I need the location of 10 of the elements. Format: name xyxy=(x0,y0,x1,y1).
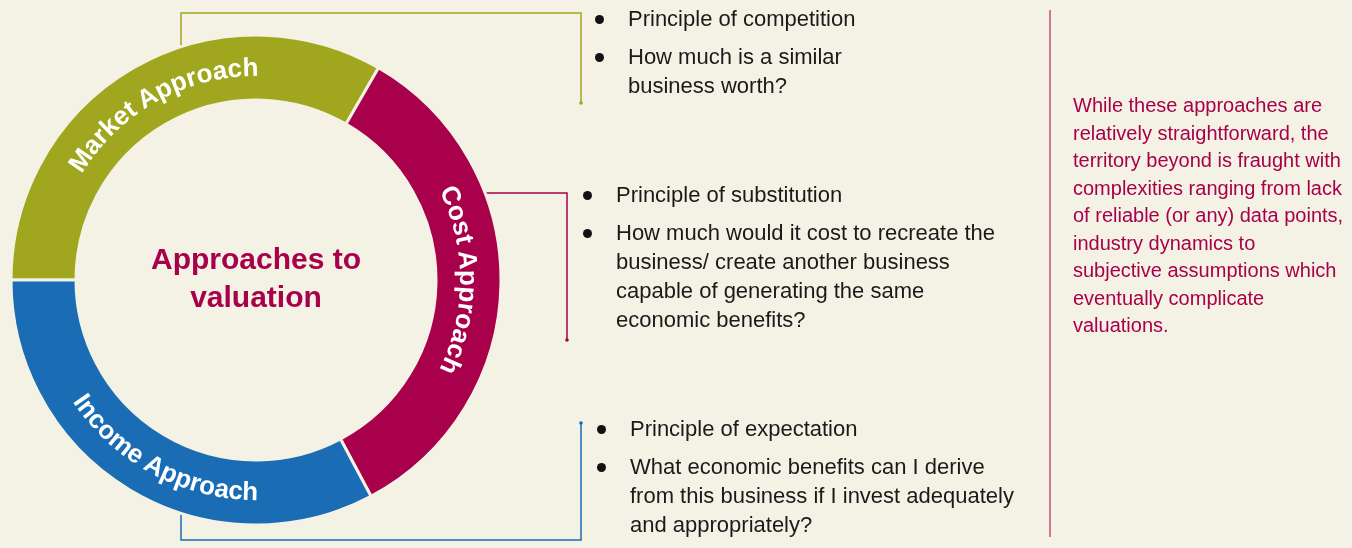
bullet-text: Principle of competition xyxy=(628,5,856,33)
bullet-text: How much is a similar business worth? xyxy=(628,43,843,100)
leader-line xyxy=(180,12,583,105)
bullet-text: Principle of expectation xyxy=(630,415,858,443)
leader-line xyxy=(180,421,583,541)
leader-line xyxy=(484,192,569,342)
side-note: While these approaches are relatively straightforward, the territory beyond is fraught with complexities ranging from lack of reliable (or any) data points, industry dynamics to subjective assumptions which eventually complicate valuations. xyxy=(1073,93,1345,338)
bullet-text: How much would it cost to recreate the business/ create another business capable of generating the same economic benefits? xyxy=(616,219,997,334)
bullet-text: Principle of substitution xyxy=(616,181,843,209)
bullet-text: What economic benefits can I derive from this business if I invest adequately and appropriately? xyxy=(630,453,1015,539)
